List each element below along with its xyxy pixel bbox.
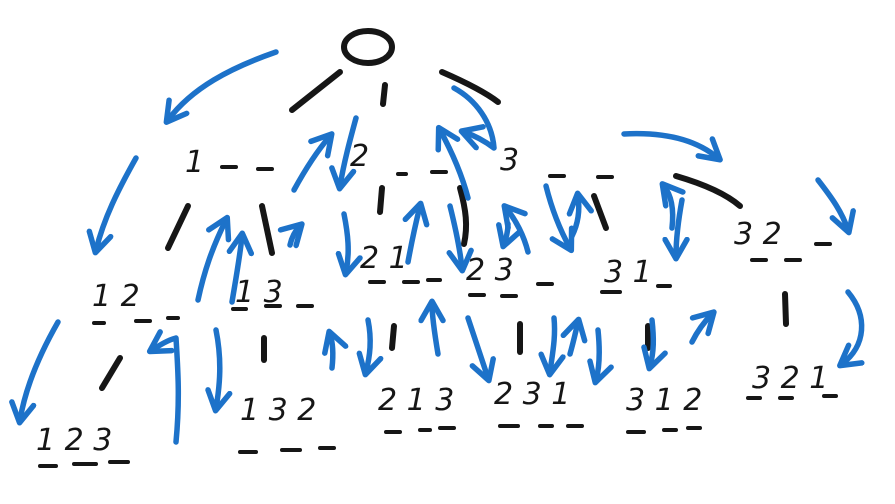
- node-1: 1: [185, 145, 204, 180]
- arrow: [195, 214, 232, 303]
- edge-3-32: [673, 173, 743, 209]
- arrow: [621, 130, 723, 163]
- edge-32-321: [782, 291, 789, 327]
- arrow: [538, 315, 566, 378]
- arrow: [205, 327, 233, 414]
- arrow: [496, 221, 523, 250]
- node-21: 2 1: [360, 241, 408, 276]
- node-321: 3 2 1: [752, 361, 828, 396]
- level-3-nodes: 1 2 3 1 3 2 2 1 3 2 3 1 3 1 2 3 2 1: [36, 361, 838, 468]
- arrow: [356, 317, 384, 378]
- node-32: 3 2: [734, 217, 782, 252]
- arrow: [291, 131, 335, 193]
- arrow: [277, 221, 305, 249]
- arrow: [465, 315, 496, 384]
- arrow: [226, 230, 255, 305]
- edge-12-123: [99, 355, 123, 391]
- arrow: [146, 329, 182, 445]
- arrow: [587, 327, 614, 386]
- edge-root-3: [439, 69, 501, 105]
- edge-root-1: [289, 69, 343, 113]
- arrow: [418, 298, 446, 357]
- arrow: [689, 309, 717, 345]
- node-2: 2: [350, 139, 369, 174]
- arrow: [837, 289, 865, 369]
- node-3: 3: [500, 143, 519, 178]
- arrow: [446, 203, 474, 274]
- edge-root-2: [380, 82, 388, 107]
- node-213: 2 1 3: [378, 383, 454, 418]
- arrow: [163, 49, 279, 125]
- node-123: 1 2 3: [36, 423, 112, 458]
- tree-edges: [99, 69, 789, 391]
- node-132: 1 3 2: [240, 393, 316, 428]
- arrow: [329, 115, 359, 192]
- node-12: 1 2: [92, 279, 140, 314]
- edge-1-12: [165, 203, 191, 251]
- arrow: [451, 85, 497, 151]
- node-231: 2 3 1: [494, 377, 570, 412]
- arrow: [9, 319, 61, 426]
- arrow: [435, 124, 471, 201]
- root-node: [341, 28, 395, 66]
- arrow: [662, 197, 690, 262]
- edge-2-23: [457, 185, 470, 247]
- arrow: [560, 316, 588, 357]
- arrow: [402, 200, 430, 265]
- node-312: 3 1 2: [626, 383, 702, 418]
- arrow: [641, 317, 668, 372]
- edge-21-213: [389, 323, 397, 351]
- edge-2-21: [377, 185, 385, 215]
- arrow: [86, 155, 139, 256]
- arrow: [501, 203, 531, 255]
- level-1-nodes: 1 2 3: [185, 139, 614, 180]
- arrow: [322, 328, 349, 371]
- edge-3-31: [591, 193, 609, 231]
- level-2-nodes: 1 2 1 3 2 1 2 3 3 1 3 2: [92, 217, 832, 325]
- node-23: 2 3: [466, 253, 514, 288]
- node-31: 3 1: [604, 255, 652, 290]
- arrow: [566, 190, 594, 239]
- arrow: [659, 181, 686, 231]
- edge-1-13: [259, 203, 275, 256]
- arrow: [815, 177, 856, 236]
- traversal-arrows: [9, 49, 865, 445]
- arrow: [543, 183, 575, 254]
- arrow: [335, 211, 363, 278]
